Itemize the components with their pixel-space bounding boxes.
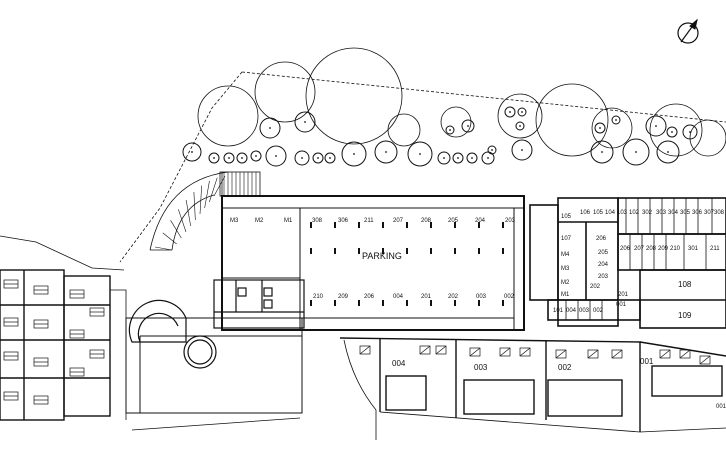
east-unit-label-top: 302 <box>642 210 653 216</box>
east-unit-label-top: 304 <box>668 210 679 216</box>
core-unit-label: M3 <box>561 266 570 272</box>
west-site-edge <box>0 235 127 420</box>
parking-label: PARKING <box>362 251 402 261</box>
garage-label-top: M2 <box>255 218 264 224</box>
garage-label-top: 204 <box>475 218 486 224</box>
site-boundary <box>119 71 726 263</box>
east-wing <box>617 197 726 329</box>
garage-label-top: 205 <box>448 218 459 224</box>
garage-inner-walls <box>222 207 524 330</box>
west-wing-fixtures <box>3 279 105 405</box>
east-unit-label-top: 307 <box>704 210 715 216</box>
ground-floor-fixtures <box>359 345 711 365</box>
tree-canopies <box>197 47 726 157</box>
east-unit-label-mid: 206 <box>620 246 631 252</box>
ground-unit-label: 004 <box>392 359 406 368</box>
east-unit-label-top: 102 <box>629 210 640 216</box>
garage-label-top: 208 <box>421 218 432 224</box>
core-unit-label: 204 <box>598 262 609 268</box>
core-unit-label: 206 <box>596 236 607 242</box>
garage-label-top: 211 <box>364 218 374 224</box>
garage-label-top: M3 <box>230 218 239 224</box>
core-unit-label: 002 <box>593 308 604 314</box>
ground-floor-row <box>339 337 726 432</box>
core-unit-label: 202 <box>590 284 601 290</box>
garage-label-bottom: 206 <box>364 294 375 300</box>
east-wing-dividers <box>565 198 713 320</box>
east-unit-label-mid: 208 <box>646 246 657 252</box>
core-unit-label: M1 <box>561 292 570 298</box>
core-unit-label: 201 <box>618 292 629 298</box>
west-wing <box>0 269 111 421</box>
courtyard <box>125 317 303 414</box>
core-unit-label: 101 <box>553 308 564 314</box>
garage-label-top: 203 <box>505 218 516 224</box>
garage-label-top: M1 <box>284 218 293 224</box>
pavilion-gazebo <box>128 299 217 369</box>
north-stair-treads <box>223 172 257 196</box>
east-unit-label-right: 108 <box>678 280 692 289</box>
west-service-block <box>213 279 305 329</box>
east-unit-label-top: 308 <box>714 210 725 216</box>
ground-site-lines <box>131 339 726 440</box>
garage-outline <box>221 195 525 331</box>
core-unit-label: 001 <box>616 302 627 308</box>
east-unit-label-top: 103 <box>617 210 628 216</box>
east-unit-label-mid: 301 <box>688 246 699 252</box>
east-unit-label-top: 306 <box>692 210 703 216</box>
ground-unit-label: 002 <box>558 363 572 372</box>
core-unit-label: 003 <box>579 308 590 314</box>
east-unit-label-top: 303 <box>656 210 667 216</box>
core-unit-label: 105 <box>561 214 572 220</box>
ground-unit-label: 003 <box>474 363 488 372</box>
east-unit-label-top: 104 <box>605 210 616 216</box>
east-unit-label-mid: 209 <box>658 246 669 252</box>
core-unit-label: 107 <box>561 236 572 242</box>
ground-unit-label: 001 <box>716 404 726 410</box>
core-unit-label: M4 <box>561 252 570 258</box>
east-unit-label-mid: 207 <box>634 246 645 252</box>
north-arrow-icon <box>677 18 699 44</box>
garage-label-bottom: 003 <box>476 294 487 300</box>
garage-label-top: 207 <box>393 218 404 224</box>
core-unit-label: M2 <box>561 280 570 286</box>
garage-label-top: 306 <box>338 218 349 224</box>
east-unit-label-mid: 210 <box>670 246 681 252</box>
garage-label-bottom: 201 <box>421 294 432 300</box>
core-unit-label: 004 <box>566 308 577 314</box>
garage-label-bottom: 210 <box>313 294 324 300</box>
east-unit-label-top: 105 <box>593 210 604 216</box>
ground-unit-label: 001 <box>640 357 654 366</box>
east-unit-label-top: 305 <box>680 210 691 216</box>
parking-stall-markers <box>310 222 504 306</box>
ramp-treads <box>154 175 226 251</box>
curved-ramp <box>149 171 229 251</box>
core-unit-label: 203 <box>598 274 609 280</box>
garage-label-bottom: 004 <box>393 294 404 300</box>
east-unit-label-mid: 211 <box>710 246 720 252</box>
east-unit-label-top: 106 <box>580 210 591 216</box>
garage-label-bottom: 209 <box>338 294 349 300</box>
east-unit-label-right: 109 <box>678 311 692 320</box>
tree-row <box>182 106 698 167</box>
core-unit-label: 205 <box>598 250 609 256</box>
garage-label-bottom: 002 <box>504 294 515 300</box>
garage-label-bottom: 202 <box>448 294 459 300</box>
garage-label-top: 308 <box>312 218 323 224</box>
